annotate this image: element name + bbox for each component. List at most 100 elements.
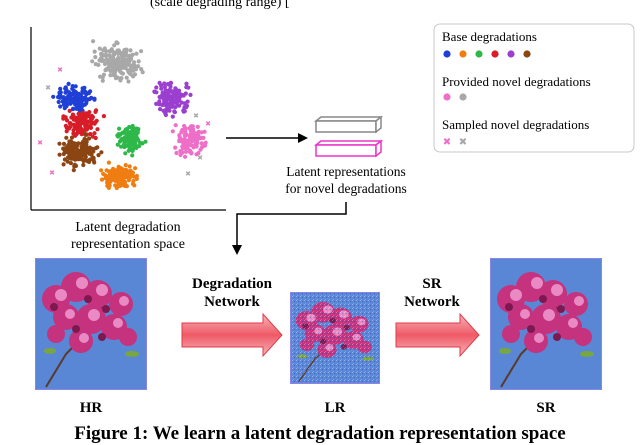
figure-caption: Figure 1: We learn a latent degradation … [74, 423, 566, 444]
legend-sampled-marker: ✖ [459, 137, 467, 148]
scatter-point [77, 153, 82, 159]
scatter-point [70, 100, 75, 105]
scatter-caption-line1: Latent degradation [75, 220, 180, 235]
scatter-point [174, 89, 179, 94]
scatter-point [130, 153, 135, 158]
scatter-point [128, 57, 133, 62]
scatter-point [93, 135, 98, 141]
scatter-point [103, 52, 108, 57]
scatter-point [126, 79, 131, 84]
scatter-point [170, 129, 175, 134]
scatter-point [152, 89, 157, 94]
scatter-point [77, 129, 82, 134]
scatter-point [199, 141, 204, 146]
scatter-point [74, 100, 79, 105]
scatter-point [75, 147, 80, 152]
legend-sampled-marker: ✖ [443, 137, 451, 148]
scatter-point [132, 63, 137, 68]
scatter-point [71, 168, 76, 173]
scatter-point [109, 47, 114, 52]
scatter-point [64, 104, 69, 109]
scatter-point [137, 143, 142, 149]
latent-bar-pink [313, 139, 384, 158]
sr-image [490, 258, 602, 390]
hr-label: HR [80, 400, 103, 416]
scatter-point [154, 85, 159, 90]
scatter-point [83, 154, 88, 160]
scatter-point [130, 170, 135, 175]
scatter-point [162, 81, 167, 86]
legend-box: Base degradations Provided novel degrada… [433, 23, 635, 153]
scatter-point [194, 144, 199, 149]
scatter-point [101, 72, 106, 77]
scatter-point [92, 96, 97, 101]
sr-network-label-line1: SR [422, 276, 441, 292]
scatter-point [56, 95, 61, 100]
scatter-point [65, 159, 70, 164]
scatter-point [99, 150, 104, 155]
scatter-point [114, 60, 120, 65]
scatter-point [108, 73, 113, 78]
scatter-point [71, 131, 76, 136]
scatter-point [91, 149, 96, 154]
scatter-point [121, 53, 126, 58]
scatter-point [107, 180, 112, 185]
scatter-point [129, 132, 134, 137]
latent-scatter-plot: ✖✖✖✖✖✖✖✖ [30, 27, 226, 211]
scatter-point [99, 177, 105, 182]
scatter-point [74, 106, 79, 111]
scatter-point [67, 149, 72, 154]
sr-network-arrow [395, 312, 480, 358]
latent-to-degradation-arrowhead [232, 245, 242, 255]
scatter-point [183, 140, 188, 146]
scatter-point [120, 71, 125, 76]
legend-provided-markers [443, 93, 467, 101]
scatter-point [130, 127, 135, 132]
scatter-point [184, 81, 189, 86]
scatter-point [113, 76, 118, 81]
scatter-point [188, 92, 193, 97]
scatter-point [78, 120, 83, 125]
scatter-point [113, 183, 118, 188]
scatter-point [130, 148, 135, 153]
scatter-point [63, 85, 68, 90]
scatter-point [167, 108, 172, 113]
scatter-point [61, 95, 66, 100]
scatter-point [115, 171, 120, 176]
scatter-point [100, 78, 105, 83]
scatter-point [139, 49, 144, 54]
scatter-point [117, 126, 122, 131]
scatter-point [194, 140, 199, 145]
scatter-point [114, 40, 119, 45]
scatter-point [65, 144, 70, 149]
scatter-point [74, 131, 79, 136]
scatter-point [168, 84, 173, 89]
scatter-point [196, 151, 201, 156]
scatter-point [188, 136, 193, 141]
scatter-point [69, 135, 75, 140]
scatter-point [125, 134, 131, 139]
scatter-point [157, 80, 162, 85]
scatter-point [192, 134, 197, 139]
scatter-point [200, 145, 205, 150]
scatter-point [128, 72, 133, 77]
scatter-point [181, 144, 186, 150]
scatter-point [130, 52, 135, 57]
sr-network-label-line2: Network [404, 294, 460, 310]
scatter-point [61, 141, 67, 146]
scatter-point [132, 139, 137, 144]
scatter-point [132, 72, 138, 77]
scatter-point [63, 115, 68, 120]
legend-base-markers [443, 50, 531, 58]
scatter-point [159, 94, 164, 99]
scatter-point [87, 136, 92, 141]
scatter-point [107, 183, 112, 188]
scatter-point [186, 85, 191, 90]
scatter-point [136, 59, 141, 64]
scatter-point [119, 50, 124, 56]
scatter-point [106, 169, 111, 174]
legend-sampled-markers: ✖✖ [443, 137, 467, 148]
scatter-point [183, 126, 188, 131]
scatter-point [133, 166, 138, 171]
